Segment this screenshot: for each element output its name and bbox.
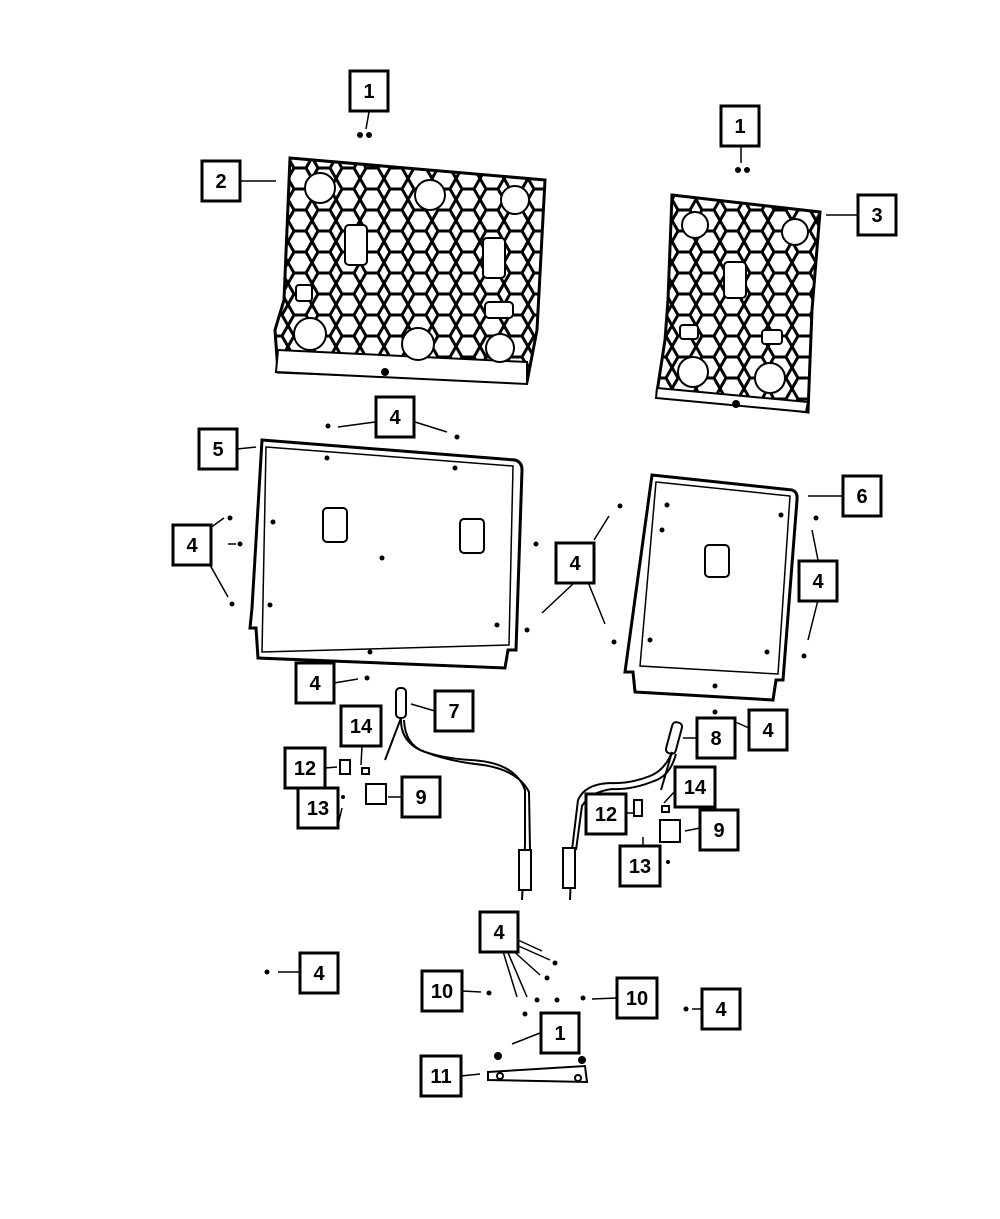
callout-4-right: 4 bbox=[797, 559, 839, 603]
callouts: 1 1 1 2 3 4 4 4 4 4 4 4 4 4 5 6 7 8 9 9 … bbox=[171, 69, 898, 1098]
callout-label: 9 bbox=[713, 820, 724, 842]
seat-back-panel-large bbox=[273, 156, 547, 386]
callout-4-center: 4 bbox=[554, 541, 596, 585]
callout-label: 3 bbox=[871, 205, 882, 227]
callout-8: 8 bbox=[695, 716, 737, 760]
callout-label: 13 bbox=[629, 856, 651, 878]
callout-label: 4 bbox=[389, 407, 401, 429]
seat-back-cover-large bbox=[248, 438, 524, 670]
callout-4-bottom-right: 4 bbox=[700, 987, 742, 1031]
callout-label: 4 bbox=[309, 673, 321, 695]
release-cable-left bbox=[384, 687, 532, 901]
callout-9-left: 9 bbox=[400, 775, 442, 819]
callout-label: 10 bbox=[431, 981, 453, 1003]
callout-9-right: 9 bbox=[698, 808, 740, 852]
callout-6: 6 bbox=[841, 474, 883, 518]
callout-11: 11 bbox=[419, 1054, 463, 1098]
callout-label: 2 bbox=[215, 171, 226, 193]
callout-4-lower-right: 4 bbox=[747, 708, 789, 752]
callout-4-bottom-cluster: 4 bbox=[478, 910, 520, 954]
callout-label: 8 bbox=[710, 728, 721, 750]
callout-10-left: 10 bbox=[420, 969, 464, 1013]
callout-label: 14 bbox=[350, 716, 373, 738]
callout-14-left: 14 bbox=[339, 704, 383, 748]
callout-1-top-right: 1 bbox=[719, 104, 761, 148]
callout-label: 4 bbox=[715, 999, 727, 1021]
callout-label: 4 bbox=[569, 553, 581, 575]
callout-label: 12 bbox=[595, 804, 617, 826]
callout-4-left: 4 bbox=[171, 523, 213, 567]
callout-1-top-left: 1 bbox=[348, 69, 390, 113]
callout-label: 9 bbox=[415, 787, 426, 809]
callout-label: 12 bbox=[294, 758, 316, 780]
fastener-dots bbox=[227, 132, 819, 1017]
callout-4-top: 4 bbox=[374, 395, 416, 439]
callout-label: 1 bbox=[554, 1023, 565, 1045]
callout-5: 5 bbox=[197, 427, 239, 471]
release-cable-right bbox=[562, 721, 684, 901]
callout-label: 6 bbox=[856, 486, 867, 508]
callout-label: 1 bbox=[363, 81, 374, 103]
callout-12-left: 12 bbox=[283, 746, 327, 790]
callout-label: 1 bbox=[734, 116, 745, 138]
callout-12-right: 12 bbox=[584, 792, 628, 836]
callout-13-left: 13 bbox=[296, 786, 340, 830]
leader-lines bbox=[209, 111, 858, 1077]
callout-4-lower-left: 4 bbox=[294, 661, 336, 705]
callout-label: 4 bbox=[186, 535, 198, 557]
callout-label: 4 bbox=[762, 720, 774, 742]
callout-label: 4 bbox=[493, 922, 505, 944]
callout-label: 4 bbox=[313, 963, 325, 985]
callout-label: 10 bbox=[626, 988, 648, 1010]
latch-clips bbox=[339, 759, 681, 843]
seat-back-panel-small bbox=[654, 193, 822, 414]
callout-1-bottom: 1 bbox=[539, 1011, 581, 1055]
callout-10-right: 10 bbox=[615, 976, 659, 1020]
callout-label: 11 bbox=[430, 1066, 451, 1088]
hinge-bracket bbox=[487, 1052, 589, 1084]
callout-4-bottom-left: 4 bbox=[298, 951, 340, 995]
callout-label: 7 bbox=[448, 701, 459, 723]
callout-3: 3 bbox=[856, 193, 898, 237]
callout-14-right: 14 bbox=[673, 765, 717, 809]
callout-label: 13 bbox=[307, 798, 329, 820]
callout-2: 2 bbox=[200, 159, 242, 203]
callout-13-right: 13 bbox=[618, 844, 662, 888]
seat-back-cover-small bbox=[623, 473, 799, 702]
callout-label: 4 bbox=[812, 571, 824, 593]
callout-label: 5 bbox=[212, 439, 223, 461]
callout-7: 7 bbox=[433, 689, 475, 733]
callout-label: 14 bbox=[684, 777, 707, 799]
